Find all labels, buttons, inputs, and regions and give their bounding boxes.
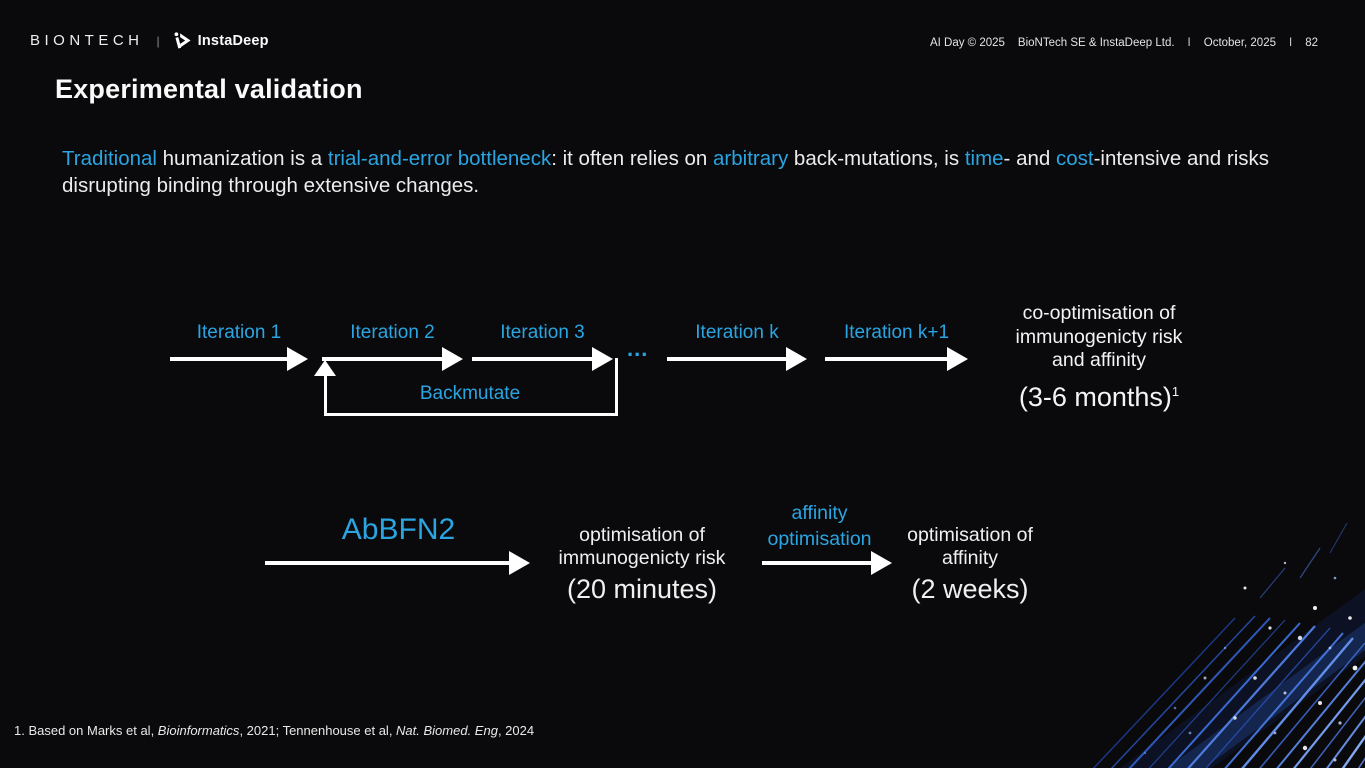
affinity-optimisation-label: affinity optimisation: [732, 500, 907, 552]
footnote-reference: 1: [1171, 383, 1180, 399]
outcome-line: and affinity: [1052, 349, 1146, 371]
step2-line: affinity: [941, 547, 998, 569]
intro-highlight: time: [964, 147, 1004, 170]
footnote-journal: Bioinformatics: [157, 723, 240, 738]
affinity-arrow: [762, 551, 892, 575]
up-arrow-icon: [314, 360, 336, 376]
affinity-label-line: affinity: [791, 502, 848, 524]
iteration-3-arrow: Iteration 3: [472, 322, 613, 371]
meta-separator: I: [1187, 37, 1191, 49]
iteration-k-label: Iteration k: [695, 322, 779, 343]
loop-line-right: [615, 358, 618, 415]
iteration-2-arrow: Iteration 2: [322, 322, 463, 371]
meta-separator: I: [1289, 37, 1293, 49]
backmutate-label: Backmutate: [419, 383, 521, 404]
loop-line-left: [324, 374, 327, 415]
abbfn2-step2-outcome: optimisation of affinity (2 weeks): [874, 524, 1066, 604]
instadeep-logo-text: InstaDeep: [197, 32, 269, 49]
right-arrow-icon: [170, 347, 308, 371]
loop-line-bottom: [324, 413, 618, 416]
traditional-duration: (3-6 months)1: [985, 377, 1213, 412]
footnote-text: , 2024: [497, 723, 535, 738]
intro-text: humanization is a: [156, 147, 328, 170]
logo-divider: |: [156, 33, 160, 48]
traditional-outcome: co-optimisation of immunogenicty risk an…: [985, 302, 1213, 412]
header-logos: BIONTECH | InstaDeep: [30, 31, 269, 50]
right-arrow-icon: [472, 347, 613, 371]
slide-meta: AI Day © 2025 BioNTech SE & InstaDeep Lt…: [930, 37, 1318, 49]
biontech-logo: BIONTECH: [30, 32, 144, 49]
iteration-k-arrow: Iteration k: [667, 322, 807, 371]
abbfn2-label: AbBFN2: [341, 513, 456, 546]
right-arrow-icon: [825, 347, 968, 371]
right-arrow-icon: [322, 347, 463, 371]
footnote-journal: Nat. Biomed. Eng: [396, 723, 498, 738]
affinity-label-line: optimisation: [767, 528, 872, 550]
step1-line: immunogenicty risk: [558, 547, 726, 569]
intro-text: back-mutations, is: [788, 147, 965, 170]
decorative-fiber-image: [1092, 522, 1365, 768]
iteration-k1-arrow: Iteration k+1: [825, 322, 968, 371]
right-arrow-icon: [762, 551, 892, 575]
footnote-text: , 2021; Tennenhouse et al,: [239, 723, 397, 738]
instadeep-play-icon: [174, 32, 191, 49]
right-arrow-icon: [265, 551, 530, 575]
step1-line: optimisation of: [579, 524, 705, 546]
step2-line: optimisation of: [907, 524, 1033, 546]
intro-text: -intensive and risks disrupting binding …: [62, 147, 1270, 197]
duration-text: (3-6 months): [1018, 381, 1172, 412]
outcome-line: immunogenicty risk: [1015, 325, 1183, 348]
step2-duration: (2 weeks): [911, 574, 1029, 604]
instadeep-logo: InstaDeep: [173, 31, 269, 50]
iteration-k1-label: Iteration k+1: [843, 322, 950, 343]
ellipsis: ...: [627, 336, 649, 361]
abbfn2-arrow: [265, 551, 530, 575]
right-arrow-icon: [667, 347, 807, 371]
step1-duration: (20 minutes): [566, 574, 718, 604]
intro-highlight: Traditional: [62, 147, 157, 170]
intro-highlight: cost: [1055, 147, 1094, 170]
footnote: 1. Based on Marks et al, Bioinformatics,…: [14, 723, 534, 738]
page-title: Experimental validation: [55, 74, 363, 104]
abbfn2-step1-outcome: optimisation of immunogenicty risk (20 m…: [538, 524, 746, 604]
intro-text: : it often relies on: [551, 147, 714, 170]
intro-text: - and: [1003, 147, 1056, 170]
meta-company: BioNTech SE & InstaDeep Ltd.: [1017, 37, 1175, 49]
intro-highlight: arbitrary: [713, 147, 789, 170]
intro-highlight: trial-and-error bottleneck: [327, 147, 552, 170]
iteration-3-label: Iteration 3: [500, 322, 585, 343]
meta-event: AI Day © 2025: [929, 37, 1005, 49]
iteration-1-arrow: Iteration 1: [170, 322, 308, 371]
outcome-line: co-optimisation of: [1022, 302, 1176, 324]
iteration-2-label: Iteration 2: [350, 322, 435, 343]
page-number: 82: [1305, 37, 1318, 49]
meta-date: October, 2025: [1203, 37, 1276, 49]
iteration-1-label: Iteration 1: [196, 322, 282, 343]
footnote-text: 1. Based on Marks et al,: [14, 723, 158, 738]
intro-paragraph: Traditional humanization is a trial-and-…: [62, 146, 1288, 199]
